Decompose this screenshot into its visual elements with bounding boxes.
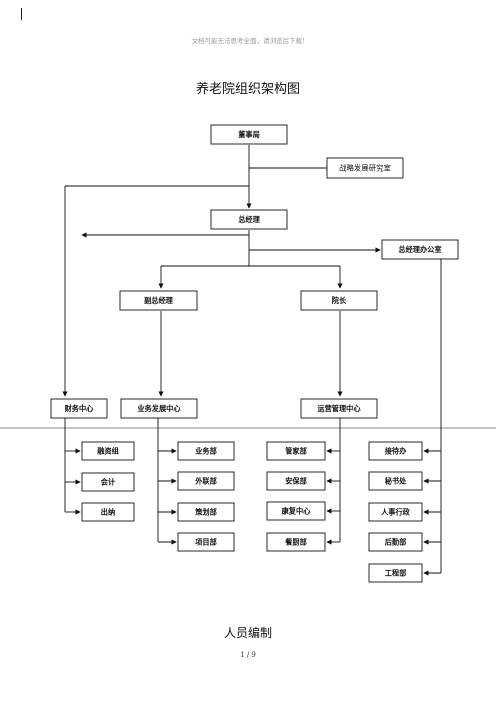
node-engineering-label: 工程部 (385, 569, 407, 578)
node-security: 安保部 (266, 471, 326, 491)
node-rehab: 康复中心 (266, 501, 326, 521)
node-gm-office: 总经理办公室 (381, 239, 459, 260)
node-logistics: 后勤部 (368, 532, 423, 552)
node-secretariat: 秘书处 (368, 471, 423, 491)
node-housekeeping: 管家部 (266, 441, 326, 461)
node-operations: 运营管理中心 (300, 398, 378, 419)
node-cashier: 出纳 (81, 502, 135, 522)
header-note: 文档可能无法思考全面，请浏览后下载! (191, 37, 305, 45)
node-strategy-label: 战略发展研究室 (339, 164, 391, 173)
node-housekeeping-label: 管家部 (285, 447, 307, 456)
node-logistics-label: 后勤部 (385, 538, 407, 547)
node-board-label: 董事局 (238, 130, 260, 139)
node-reception: 接待办 (368, 441, 423, 461)
node-finance: 财务中心 (50, 398, 108, 419)
node-accounting-label: 会计 (101, 478, 116, 487)
node-security-label: 安保部 (285, 477, 307, 486)
node-secretariat-label: 秘书处 (385, 477, 407, 486)
section-heading: 人员编制 (223, 626, 272, 640)
node-business-dept: 业务部 (177, 441, 235, 461)
node-strategy: 战略发展研究室 (326, 157, 404, 179)
node-gm: 总经理 (210, 209, 288, 230)
page-title: 养老院组织架构图 (195, 82, 300, 97)
node-deputy-gm: 副总经理 (119, 290, 198, 311)
node-project: 项目部 (177, 532, 235, 552)
node-dean: 院长 (300, 290, 378, 311)
node-deputy-gm-label: 副总经理 (144, 296, 174, 305)
node-dean-label: 院长 (332, 296, 347, 305)
page-number: 1 / 9 (240, 651, 256, 659)
node-cashier-label: 出纳 (101, 508, 115, 517)
node-gm-label: 总经理 (238, 215, 260, 224)
node-hr-admin: 人事行政 (368, 502, 423, 522)
corner-crop-mark (21, 8, 22, 20)
node-gm-office-label: 总经理办公室 (398, 245, 441, 254)
node-reception-label: 接待办 (385, 447, 407, 456)
node-engineering: 工程部 (368, 563, 423, 583)
node-liaison-label: 外联部 (194, 477, 217, 486)
node-financing: 融资组 (81, 441, 135, 461)
node-business-dev: 业务发展中心 (120, 398, 198, 419)
node-business-dept-label: 业务部 (195, 447, 217, 456)
node-catering-label: 餐厨部 (284, 538, 307, 547)
node-operations-label: 运营管理中心 (317, 404, 361, 413)
node-financing-label: 融资组 (97, 447, 119, 456)
node-hr-admin-label: 人事行政 (381, 508, 411, 517)
node-catering: 餐厨部 (266, 532, 326, 552)
node-rehab-label: 康复中心 (282, 507, 312, 516)
connector-lines (62, 145, 442, 576)
node-accounting: 会计 (81, 472, 135, 492)
node-planning: 策划部 (177, 502, 235, 522)
node-business-dev-label: 业务发展中心 (137, 404, 181, 413)
node-liaison: 外联部 (177, 471, 235, 491)
node-planning-label: 策划部 (194, 508, 217, 517)
node-project-label: 项目部 (195, 538, 217, 547)
node-board: 董事局 (210, 124, 288, 145)
node-finance-label: 财务中心 (64, 404, 95, 413)
